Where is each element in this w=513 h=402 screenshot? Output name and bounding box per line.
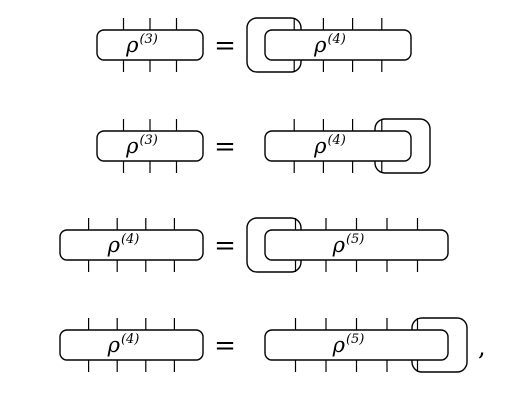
equals-sign: = — [214, 331, 236, 361]
lhs-tensor-label: ρ(4) — [107, 332, 140, 357]
equals-sign: = — [214, 231, 236, 261]
equation-row: ρ(3) = ρ(4) — [96, 17, 412, 73]
trailing-comma: , — [478, 333, 486, 361]
lhs-tensor-label: ρ(3) — [125, 133, 158, 158]
rhs-tensor-box — [264, 329, 449, 361]
equation-row: ρ(4) = ρ(5), — [59, 317, 486, 373]
equation-row: ρ(3) = ρ(4) — [96, 118, 431, 174]
lhs-tensor-label: ρ(4) — [107, 232, 140, 257]
rhs-tensor-label: ρ(4) — [313, 133, 346, 158]
lhs-tensor-box — [96, 130, 204, 162]
lhs-tensor-label: ρ(3) — [125, 32, 158, 57]
rhs-tensor-box — [264, 130, 412, 162]
rhs-tensor-label: ρ(4) — [313, 32, 346, 57]
equals-sign: = — [214, 132, 236, 162]
rhs-tensor-label: ρ(5) — [332, 232, 365, 257]
lhs-tensor-box — [96, 29, 204, 61]
equals-sign: = — [214, 31, 236, 61]
rhs-tensor-box — [264, 29, 412, 61]
rhs-tensor-label: ρ(5) — [332, 332, 365, 357]
equation-row: ρ(4) = ρ(5) — [59, 217, 449, 273]
rhs-tensor-box — [264, 229, 449, 261]
lhs-tensor-box — [59, 229, 204, 261]
lhs-tensor-box — [59, 329, 204, 361]
